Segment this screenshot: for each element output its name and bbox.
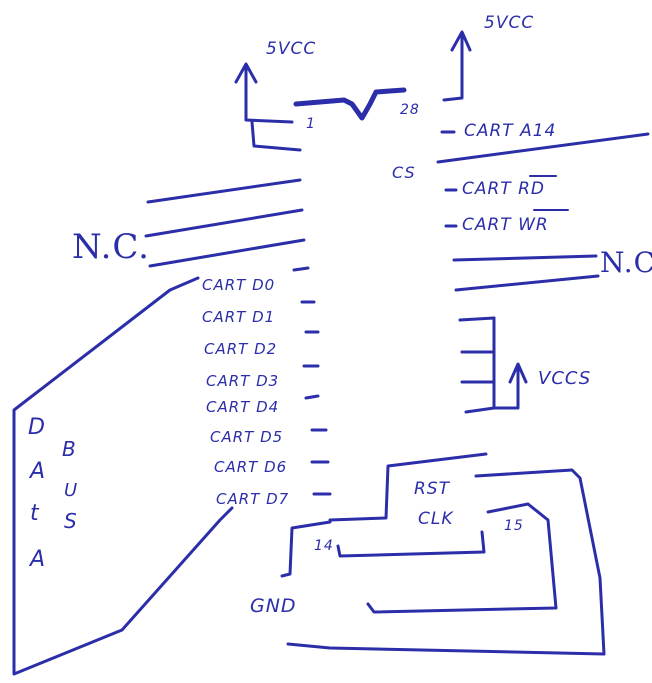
cs-line [436, 132, 650, 164]
power-label-right: 5VCC [484, 13, 534, 33]
pin-label-cart-rd: CART RD [462, 179, 545, 199]
pin-28-label: 28 [400, 102, 420, 118]
bus-letter-u: U [64, 480, 78, 501]
gnd-label: GND [250, 595, 297, 617]
nc-label-left: N.C. [72, 227, 150, 267]
data-pin-stubs [292, 266, 332, 496]
nc-label-right: N.C. [600, 246, 652, 279]
pin-label-cart-d0: CART D0 [202, 276, 275, 294]
rst-clk-wiring [280, 452, 606, 656]
pin-label-cart-wr: CART WR [462, 215, 549, 235]
pin-1-label: 1 [306, 116, 316, 132]
left-nc-lines [144, 178, 306, 268]
pin-label-cart-d5: CART D5 [210, 428, 283, 446]
pin-label-rst: RST [414, 479, 451, 499]
power-arrow-right [442, 30, 472, 102]
pin-label-cart-d1: CART D1 [202, 308, 275, 326]
bus-letter-a1: A [28, 459, 46, 484]
pin-label-cart-d7: CART D7 [216, 490, 289, 508]
bus-letter-b: B [62, 437, 77, 461]
power-arrow-left [234, 62, 302, 152]
data-pin-labels: CART D0 CART D1 CART D2 CART D3 CART D4 … [202, 276, 289, 508]
bus-letter-s: S [64, 509, 78, 533]
pin-label-cart-d3: CART D3 [206, 372, 279, 390]
right-pin-stubs [440, 130, 458, 228]
power-label-left: 5VCC [266, 39, 316, 59]
pin-label-cart-d2: CART D2 [204, 340, 277, 358]
pin-label-cart-a14: CART A14 [464, 121, 556, 141]
right-nc-lines [452, 254, 600, 292]
pin-label-cart-d6: CART D6 [214, 458, 287, 476]
data-bus-outline [12, 276, 234, 676]
bus-letter-d: D [28, 415, 46, 440]
pin-15-label: 15 [504, 518, 524, 534]
vccs-label: VCCS [538, 368, 591, 389]
pin-label-cart-d4: CART D4 [206, 398, 279, 416]
pin-label-cs: CS [392, 163, 416, 182]
chip-outline [293, 87, 407, 121]
vccs-comb [458, 316, 528, 414]
bus-text: D A t A B U S [28, 415, 78, 572]
bus-letter-a2: A [28, 547, 46, 572]
pin-14-label: 14 [314, 538, 334, 554]
bus-letter-t: t [30, 501, 40, 526]
pin-label-clk: CLK [418, 509, 454, 529]
